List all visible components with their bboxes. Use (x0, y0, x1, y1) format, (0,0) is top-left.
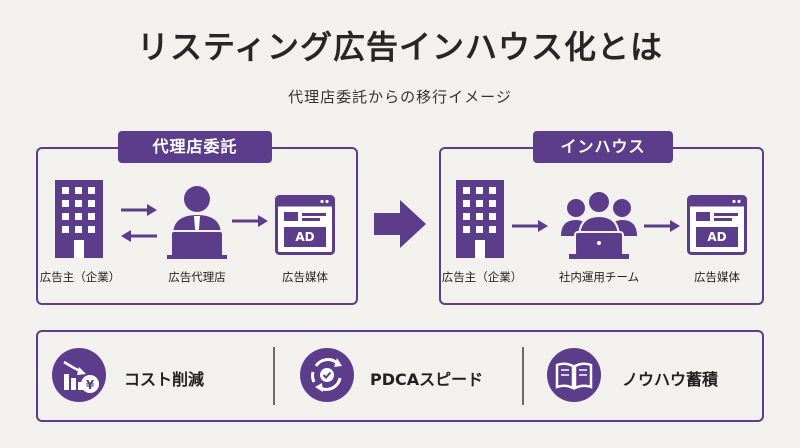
svg-text:¥: ¥ (86, 378, 95, 392)
cost-down-icon-circle (52, 348, 106, 402)
agency-badge: 代理店委託 (118, 131, 272, 163)
book-icon (555, 362, 593, 391)
arrow-right-icon (232, 215, 268, 227)
node-label-advertiser: 広告主（企業） (441, 270, 523, 284)
node-label-media: 広告媒体 (694, 270, 740, 284)
ad-window-icon (687, 195, 747, 255)
arrow-right-icon (121, 204, 157, 216)
ad-text: AD (707, 230, 726, 244)
ad-text: AD (295, 230, 314, 244)
node-label-agency: 広告代理店 (168, 270, 226, 284)
arrow-left-icon (121, 230, 157, 242)
cycle-check-icon (311, 358, 342, 392)
building-icon (55, 180, 103, 258)
transition-arrow-icon (374, 200, 426, 248)
agent-laptop-icon (167, 186, 227, 259)
svg-text:AD: AD (295, 230, 314, 244)
page-title: リスティング広告インハウス化とは (136, 28, 664, 66)
svg-text:AD: AD (707, 230, 726, 244)
ad-window-icon (275, 195, 335, 255)
benefits-box (36, 330, 764, 422)
divider (273, 347, 275, 405)
arrow-right-icon (644, 220, 680, 232)
inhouse-badge: インハウス (533, 131, 673, 163)
arrow-right-icon (512, 220, 548, 232)
divider (522, 347, 524, 405)
benefit-label-cost: コスト削減 (124, 370, 205, 389)
benefit-label-knowhow: ノウハウ蓄積 (622, 370, 719, 389)
node-label-advertiser: 広告主（企業） (39, 270, 121, 284)
cost-down-icon (63, 360, 99, 393)
building-icon (456, 180, 504, 258)
currency-symbol: ¥ (86, 378, 95, 392)
node-label-media: 広告媒体 (282, 270, 328, 284)
benefit-label-pdca: PDCAスピード (370, 370, 484, 389)
team-laptop-icon (561, 190, 637, 259)
node-label-inhouse-team: 社内運用チーム (558, 270, 640, 284)
page-subtitle: 代理店委託からの移行イメージ (288, 88, 512, 106)
